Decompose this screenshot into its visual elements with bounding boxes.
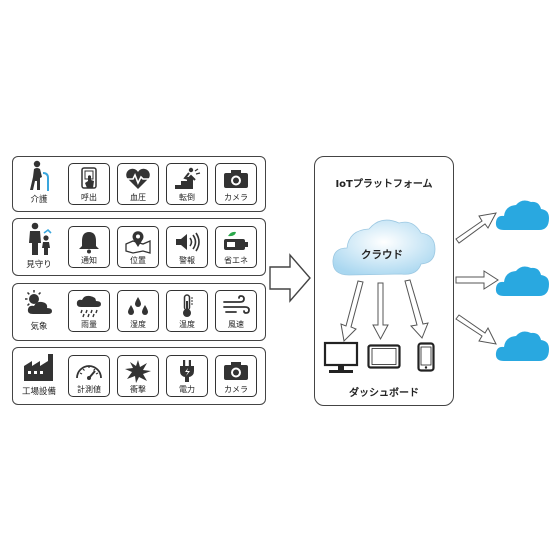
tile-power[interactable]: 電力 — [166, 355, 208, 397]
camera-icon — [224, 170, 248, 188]
tile-call[interactable]: 呼出 — [68, 163, 110, 205]
arrow-down-right — [455, 314, 497, 345]
flow-arrow — [269, 253, 311, 303]
wind-icon — [223, 295, 250, 314]
call-button-icon — [81, 167, 97, 189]
power-plug-icon — [180, 360, 194, 382]
factory-icon — [22, 352, 56, 382]
external-cloud-icon-3 — [495, 331, 549, 361]
water-drops-icon — [128, 297, 148, 315]
cloud-icon — [332, 219, 436, 276]
elderly-person-icon — [22, 160, 56, 192]
platform-title: IoTプラットフォーム — [335, 179, 433, 190]
cloud-label: クラウド — [361, 249, 403, 261]
camera-icon — [224, 362, 248, 380]
tile-energy-saving[interactable]: 省エネ — [215, 226, 257, 268]
impact-icon — [125, 360, 151, 383]
tile-label: 位置 — [130, 256, 146, 265]
tile-label: 電力 — [179, 385, 195, 394]
eco-battery-icon — [224, 231, 248, 250]
tile-impact[interactable]: 衝撃 — [117, 355, 159, 397]
tile-camera[interactable]: カメラ — [215, 163, 257, 205]
sun-cloud-icon — [22, 290, 56, 316]
tile-label: カメラ — [224, 385, 248, 394]
arrow-to-phone — [404, 279, 429, 339]
monitor-icon — [323, 341, 359, 373]
tile-location[interactable]: 位置 — [117, 226, 159, 268]
tile-temperature[interactable]: 温度 — [166, 290, 208, 332]
arrow-up-right — [455, 212, 497, 244]
tile-alarm[interactable]: 警報 — [166, 226, 208, 268]
tile-label: 温度 — [179, 320, 195, 329]
parent-child-icon — [24, 222, 54, 256]
falling-stairs-icon — [175, 167, 201, 189]
tile-rainfall[interactable]: 雨量 — [68, 290, 110, 332]
tile-label: 呼出 — [81, 193, 97, 202]
rain-cloud-icon — [76, 295, 101, 318]
bell-icon — [79, 232, 99, 254]
arrow-to-tablet — [372, 282, 389, 341]
output-arrows — [455, 212, 499, 345]
gauge-icon — [76, 365, 102, 380]
iot-platform-box: IoTプラットフォーム クラウド ダッシュボード — [314, 156, 454, 406]
tile-label: 警報 — [179, 256, 195, 265]
tile-fall[interactable]: 転倒 — [166, 163, 208, 205]
tile-humidity[interactable]: 湿度 — [117, 290, 159, 332]
external-cloud-icon-1 — [495, 200, 549, 230]
category-label-care: 介護 — [30, 195, 48, 205]
arrow-right — [455, 270, 499, 290]
tile-label: 雨量 — [81, 320, 97, 329]
tile-wind-speed[interactable]: 風速 — [215, 290, 257, 332]
tile-label: 転倒 — [179, 193, 195, 202]
cloud-to-device-arrows — [340, 279, 429, 343]
tablet-icon — [367, 344, 401, 369]
map-pin-icon — [125, 231, 151, 254]
tile-label: 血圧 — [130, 193, 146, 202]
category-label-monitoring: 見守り — [26, 260, 52, 270]
tile-label: カメラ — [224, 193, 248, 202]
tile-notification[interactable]: 通知 — [68, 226, 110, 268]
tile-label: 通知 — [81, 256, 97, 265]
speaker-alarm-icon — [176, 232, 200, 252]
tile-measurement[interactable]: 計測値 — [68, 355, 110, 397]
tile-blood-pressure[interactable]: 血圧 — [117, 163, 159, 205]
dashboard-label: ダッシュボード — [349, 388, 419, 399]
tile-label: 湿度 — [130, 320, 146, 329]
tile-camera-2[interactable]: カメラ — [215, 355, 257, 397]
smartphone-icon — [417, 342, 435, 372]
tile-label: 計測値 — [77, 385, 101, 394]
tile-label: 風速 — [228, 320, 244, 329]
thermometer-icon — [183, 294, 193, 317]
tile-label: 省エネ — [224, 256, 248, 265]
tile-label: 衝撃 — [130, 385, 146, 394]
arrow-to-monitor — [340, 280, 364, 343]
category-label-factory: 工場設備 — [21, 387, 56, 397]
category-label-weather: 気象 — [30, 322, 48, 332]
heart-pulse-icon — [126, 168, 150, 189]
external-cloud-icon-2 — [495, 266, 549, 296]
